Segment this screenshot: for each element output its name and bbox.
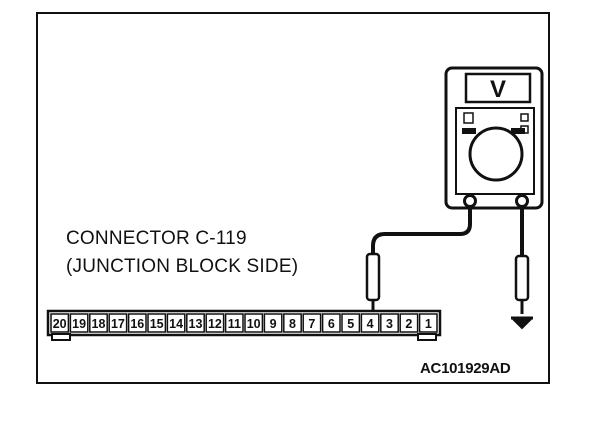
scale-bar-right <box>511 128 525 134</box>
pin-label-3: 3 <box>386 317 393 331</box>
pin-label-18: 18 <box>92 317 106 331</box>
rotary-selector-dial[interactable] <box>468 126 524 182</box>
pin-label-10: 10 <box>247 317 261 331</box>
pin-label-15: 15 <box>150 317 164 331</box>
pin-cell-11 <box>224 313 244 333</box>
pin-cell-16 <box>127 313 147 333</box>
pin-cell-7 <box>302 313 322 333</box>
pin-label-4: 4 <box>367 317 374 331</box>
ground-symbol <box>511 316 533 330</box>
connector-latch-left <box>51 333 71 341</box>
positive-probe-handle <box>365 252 381 302</box>
multimeter: V <box>444 66 544 210</box>
pin-cell-15 <box>147 313 167 333</box>
reference-code: AC101929AD <box>420 360 511 377</box>
negative-probe-handle <box>514 254 530 302</box>
pin-label-2: 2 <box>405 317 412 331</box>
pin-label-8: 8 <box>289 317 296 331</box>
pin-label-17: 17 <box>111 317 125 331</box>
negative-probe <box>511 206 533 330</box>
pin-cell-1 <box>418 313 438 333</box>
pin-cell-4 <box>360 313 380 333</box>
pin-label-11: 11 <box>228 317 241 331</box>
pin-label-5: 5 <box>347 317 354 331</box>
positive-probe-lead <box>371 206 472 256</box>
pin-cell-18 <box>89 313 108 333</box>
pin-cell-2 <box>399 313 419 333</box>
range-indicator-right-1 <box>520 113 529 122</box>
pin-cell-10 <box>244 313 264 333</box>
voltage-mode-label: V <box>490 76 506 103</box>
pin-cell-13 <box>186 313 205 333</box>
pin-label-14: 14 <box>169 317 183 331</box>
scale-bar-left <box>462 128 476 134</box>
pin-label-13: 13 <box>189 317 203 331</box>
range-indicator-left <box>463 112 474 124</box>
pin-label-19: 19 <box>72 317 86 331</box>
pin-label-12: 12 <box>208 317 222 331</box>
pin-label-20: 20 <box>53 317 67 331</box>
pin-cell-5 <box>341 313 361 333</box>
pin-label-9: 9 <box>270 317 277 331</box>
pin-cell-17 <box>108 313 128 333</box>
positive-probe <box>365 206 472 314</box>
pin-cell-3 <box>380 313 399 333</box>
pin-label-16: 16 <box>130 317 144 331</box>
pin-label-1: 1 <box>425 317 432 331</box>
connector-latch-right <box>417 333 437 341</box>
connector-title: CONNECTOR C-119 <box>66 228 247 249</box>
pin-cell-14 <box>166 313 186 333</box>
pin-cell-9 <box>263 313 283 333</box>
probe-jack-right <box>515 194 529 208</box>
pin-label-7: 7 <box>308 317 315 331</box>
pin-cell-8 <box>283 313 302 333</box>
multimeter-display <box>464 72 532 104</box>
connector-subtitle: (JUNCTION BLOCK SIDE) <box>66 256 299 277</box>
probe-jack-left <box>463 194 477 208</box>
pin-cell-19 <box>69 313 89 333</box>
pin-label-6: 6 <box>328 317 335 331</box>
pin-cell-20 <box>50 313 70 333</box>
pin-cell-12 <box>205 313 225 333</box>
pin-cell-6 <box>321 313 341 333</box>
